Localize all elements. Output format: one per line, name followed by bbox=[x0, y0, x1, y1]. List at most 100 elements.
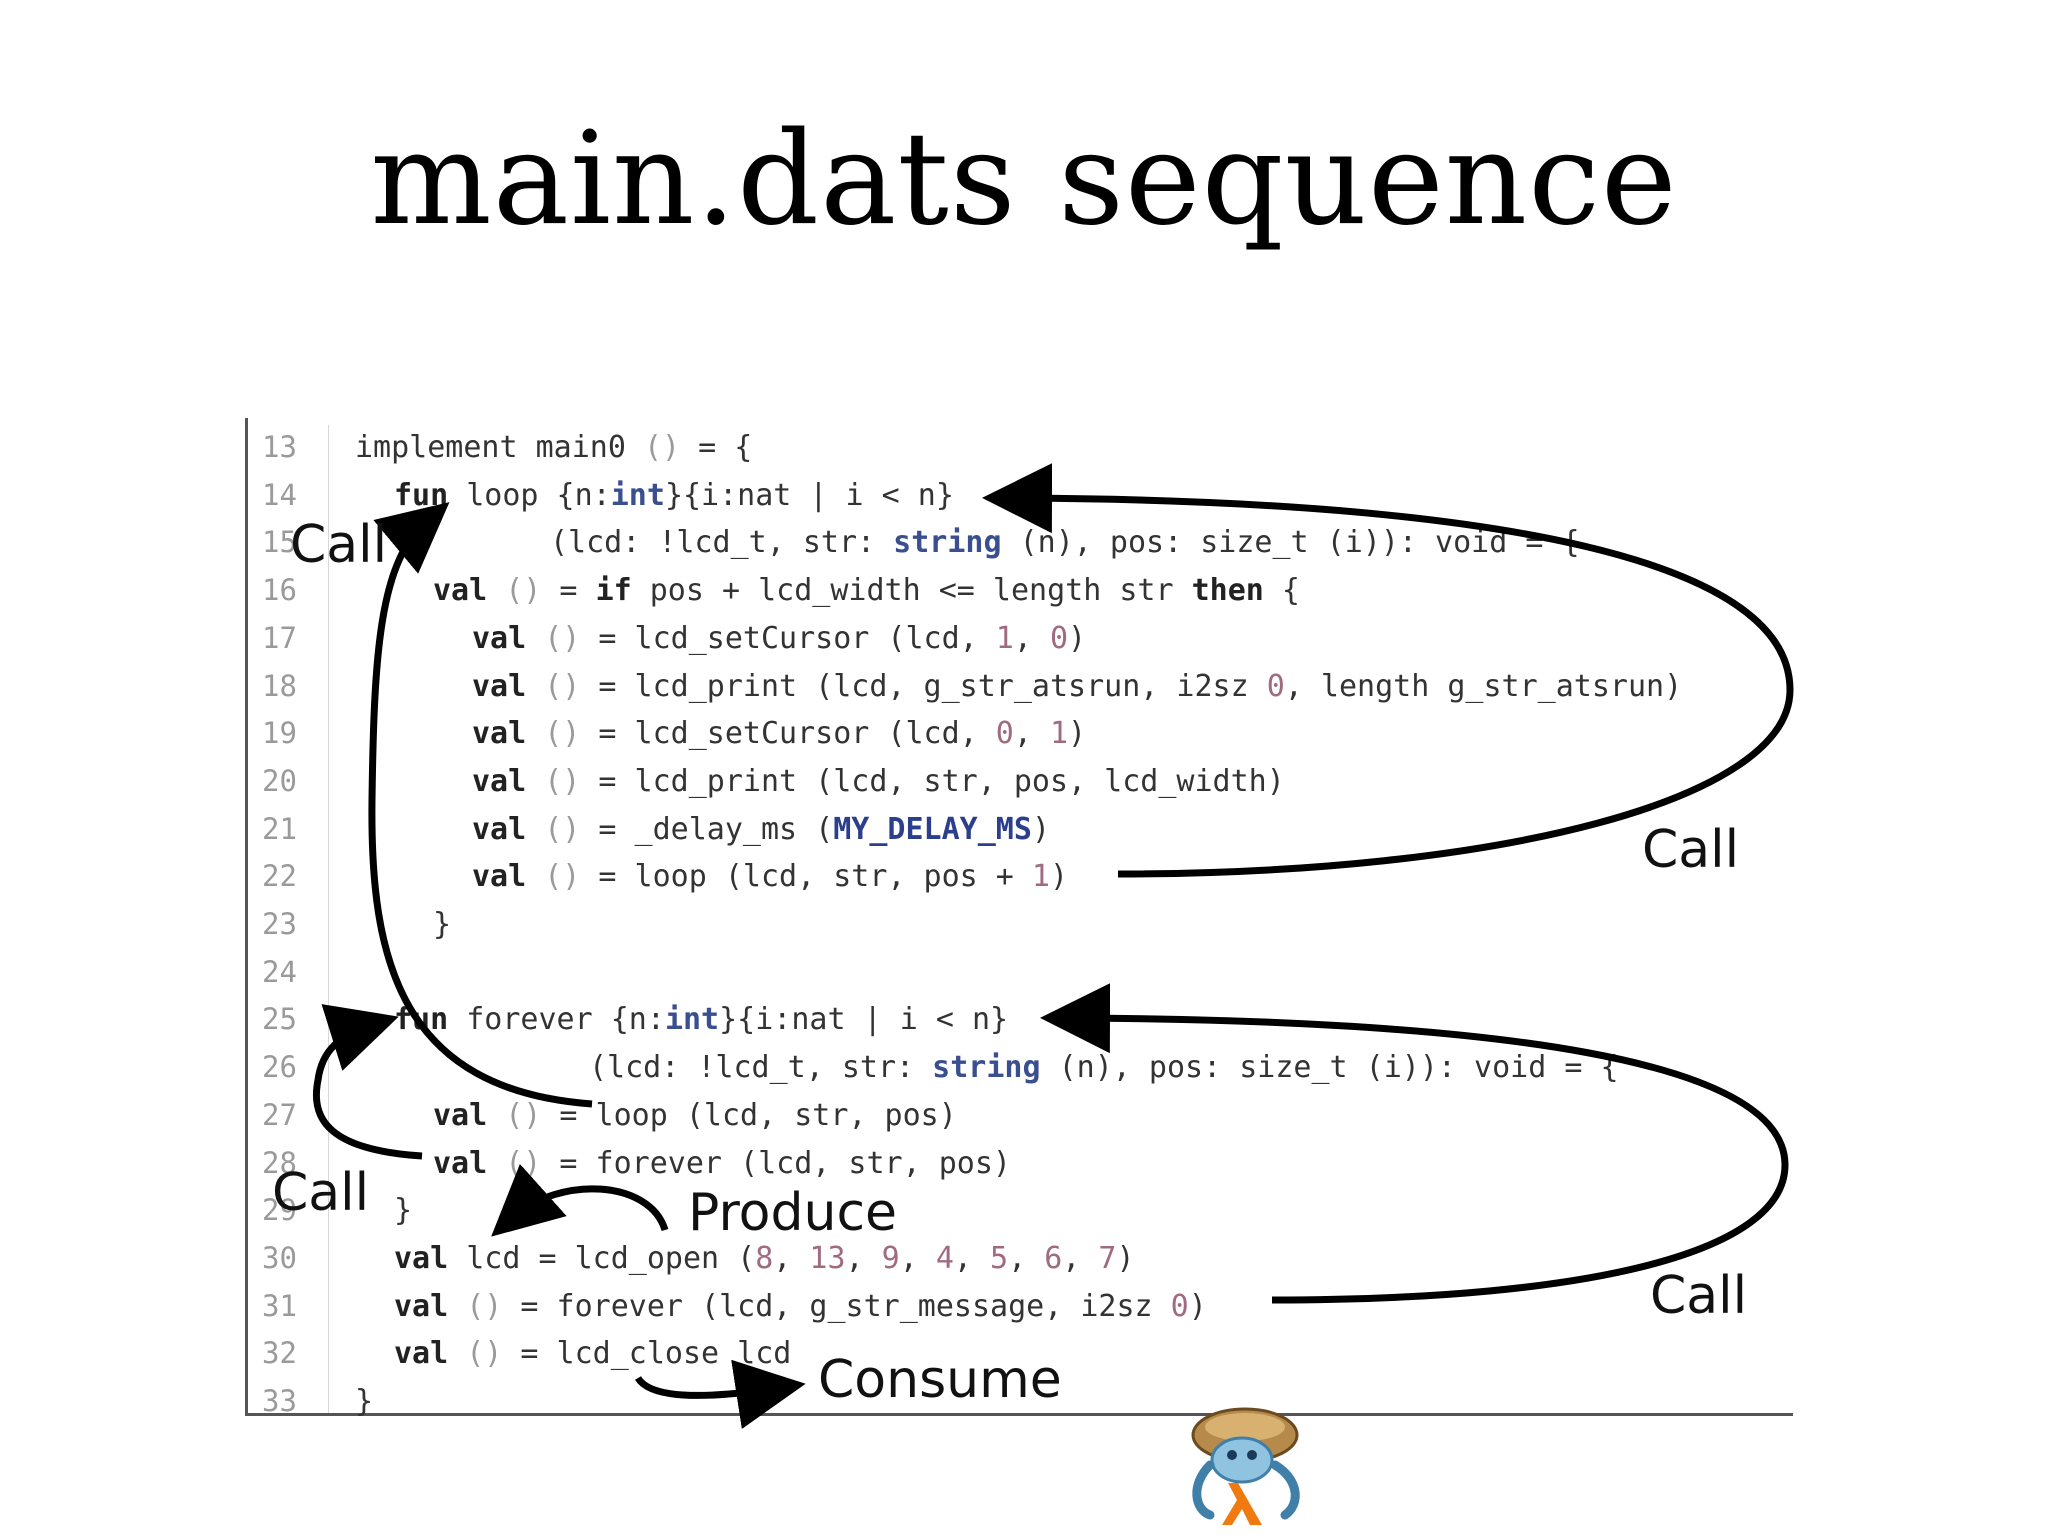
code-token: () bbox=[466, 1336, 503, 1372]
call-label-right-lower: Call bbox=[1650, 1266, 1748, 1326]
code-token: loop {n: bbox=[448, 477, 611, 513]
code-token: val bbox=[394, 1240, 449, 1276]
code-text: val () = lcd_print (lcd, g_str_atsrun, i… bbox=[472, 663, 1682, 710]
code-token: , bbox=[1013, 620, 1050, 656]
code-text: val () = lcd_setCursor (lcd, 0, 1) bbox=[472, 710, 1086, 757]
code-token: 1 bbox=[1031, 859, 1050, 895]
code-token: { bbox=[1263, 573, 1300, 609]
code-token: if bbox=[595, 573, 632, 609]
code-token: = { bbox=[680, 430, 753, 465]
code-token: = lcd_setCursor (lcd, bbox=[580, 620, 996, 656]
line-number: 31 bbox=[262, 1288, 297, 1323]
code-panel-bottom-border bbox=[245, 1413, 1793, 1416]
code-text: } bbox=[394, 1187, 412, 1234]
code-token: int bbox=[610, 477, 665, 513]
code-text: (lcd: !lcd_t, str: string (n), pos: size… bbox=[589, 1044, 1619, 1091]
code-token: , bbox=[1013, 716, 1050, 752]
code-token: (lcd: !lcd_t, str: bbox=[589, 1050, 933, 1086]
line-number: 19 bbox=[262, 716, 297, 751]
code-token: val bbox=[472, 859, 527, 895]
code-token: val bbox=[394, 1288, 449, 1324]
code-token: ) bbox=[1188, 1288, 1207, 1324]
code-text: } bbox=[433, 901, 451, 948]
code-token: 4 bbox=[935, 1240, 954, 1276]
code-token: 1 bbox=[995, 620, 1014, 656]
code-text: val () = loop (lcd, str, pos + 1) bbox=[472, 853, 1068, 900]
code-token: 6 bbox=[1044, 1240, 1063, 1276]
line-number: 28 bbox=[262, 1145, 297, 1180]
line-number: 22 bbox=[262, 859, 297, 894]
code-text: val lcd = lcd_open (8, 13, 9, 4, 5, 6, 7… bbox=[394, 1235, 1135, 1282]
code-token: MY_DELAY_MS bbox=[833, 811, 1032, 847]
line-number: 17 bbox=[262, 620, 297, 655]
line-number: 23 bbox=[262, 907, 297, 941]
code-token: forever {n: bbox=[448, 1002, 665, 1038]
code-token: val bbox=[433, 1145, 488, 1181]
code-token: }{i:nat | i < n} bbox=[719, 1002, 1009, 1038]
consume-label: Consume bbox=[818, 1350, 1062, 1410]
code-token: = lcd_setCursor (lcd, bbox=[580, 716, 996, 752]
code-token: val bbox=[472, 811, 527, 847]
line-number: 24 bbox=[262, 954, 297, 989]
code-token: implement main0 bbox=[355, 430, 644, 465]
code-text: val () = _delay_ms (MY_DELAY_MS) bbox=[472, 806, 1050, 853]
code-token: () bbox=[544, 716, 581, 752]
code-token: () bbox=[544, 763, 581, 799]
code-token: val bbox=[472, 668, 527, 704]
forever-calls-loop-arrow bbox=[368, 502, 593, 1108]
code-text: implement main0 () = { bbox=[355, 424, 752, 471]
code-token: = lcd_print (lcd, g_str_atsrun, i2sz bbox=[580, 668, 1267, 704]
code-token: val bbox=[394, 1336, 449, 1372]
code-token: val bbox=[433, 1097, 488, 1133]
code-token: () bbox=[505, 1097, 542, 1133]
code-token: } bbox=[355, 1384, 374, 1419]
slide-title: main.dats sequence bbox=[370, 105, 1678, 254]
code-token: (n), pos: size_t (i)): void = { bbox=[1040, 1050, 1619, 1086]
code-token: ) bbox=[1068, 620, 1087, 656]
produce-label: Produce bbox=[688, 1183, 898, 1243]
code-token: () bbox=[544, 620, 581, 656]
code-token: () bbox=[505, 573, 542, 609]
code-token: = lcd_print (lcd, str, pos, lcd_width) bbox=[580, 763, 1285, 799]
code-text: fun forever {n:int}{i:nat | i < n} bbox=[394, 996, 1008, 1043]
code-token: , bbox=[1008, 1240, 1045, 1276]
code-token: lcd = lcd_open ( bbox=[448, 1240, 756, 1276]
code-token: ) bbox=[1116, 1240, 1135, 1276]
code-token: = _delay_ms ( bbox=[580, 811, 834, 847]
code-token: val bbox=[472, 716, 527, 752]
ats-mascot-icon bbox=[1180, 1405, 1320, 1535]
code-token: 0 bbox=[1266, 668, 1285, 704]
call-label-bottom-left: Call bbox=[272, 1163, 370, 1223]
line-number: 27 bbox=[262, 1097, 297, 1132]
code-panel-left-border bbox=[245, 418, 248, 1416]
code-token: () bbox=[544, 811, 581, 847]
code-token: () bbox=[643, 430, 681, 465]
code-token: val bbox=[472, 620, 527, 656]
consume-arrow bbox=[635, 1359, 806, 1429]
code-token: 13 bbox=[809, 1240, 846, 1276]
code-token: 5 bbox=[990, 1240, 1009, 1276]
line-number-gutter bbox=[328, 425, 329, 1413]
code-token: () bbox=[544, 668, 581, 704]
code-token: 7 bbox=[1098, 1240, 1117, 1276]
line-number: 29 bbox=[262, 1193, 297, 1228]
code-token: = loop (lcd, str, pos) bbox=[541, 1097, 957, 1133]
code-token: 8 bbox=[755, 1240, 774, 1276]
code-text: fun loop {n:int}{i:nat | i < n} bbox=[394, 472, 954, 519]
code-text: val () = lcd_setCursor (lcd, 1, 0) bbox=[472, 615, 1086, 662]
code-token: , bbox=[953, 1240, 991, 1276]
code-token: , bbox=[845, 1240, 882, 1276]
code-text: val () = lcd_close lcd bbox=[394, 1330, 791, 1377]
code-text: } bbox=[355, 1378, 373, 1425]
forever-main-call-arrow bbox=[1040, 983, 1789, 1304]
call-label-right-upper: Call bbox=[1642, 820, 1740, 880]
code-token: = forever (lcd, g_str_message, i2sz bbox=[502, 1288, 1171, 1324]
code-token: ) bbox=[1049, 859, 1069, 895]
call-label-top-left: Call bbox=[290, 515, 388, 575]
line-number: 21 bbox=[262, 811, 297, 846]
code-token: = loop (lcd, str, pos + bbox=[580, 859, 1032, 895]
code-token: 0 bbox=[1170, 1288, 1189, 1324]
code-token: 0 bbox=[1049, 620, 1069, 656]
code-token: , bbox=[1062, 1240, 1099, 1276]
